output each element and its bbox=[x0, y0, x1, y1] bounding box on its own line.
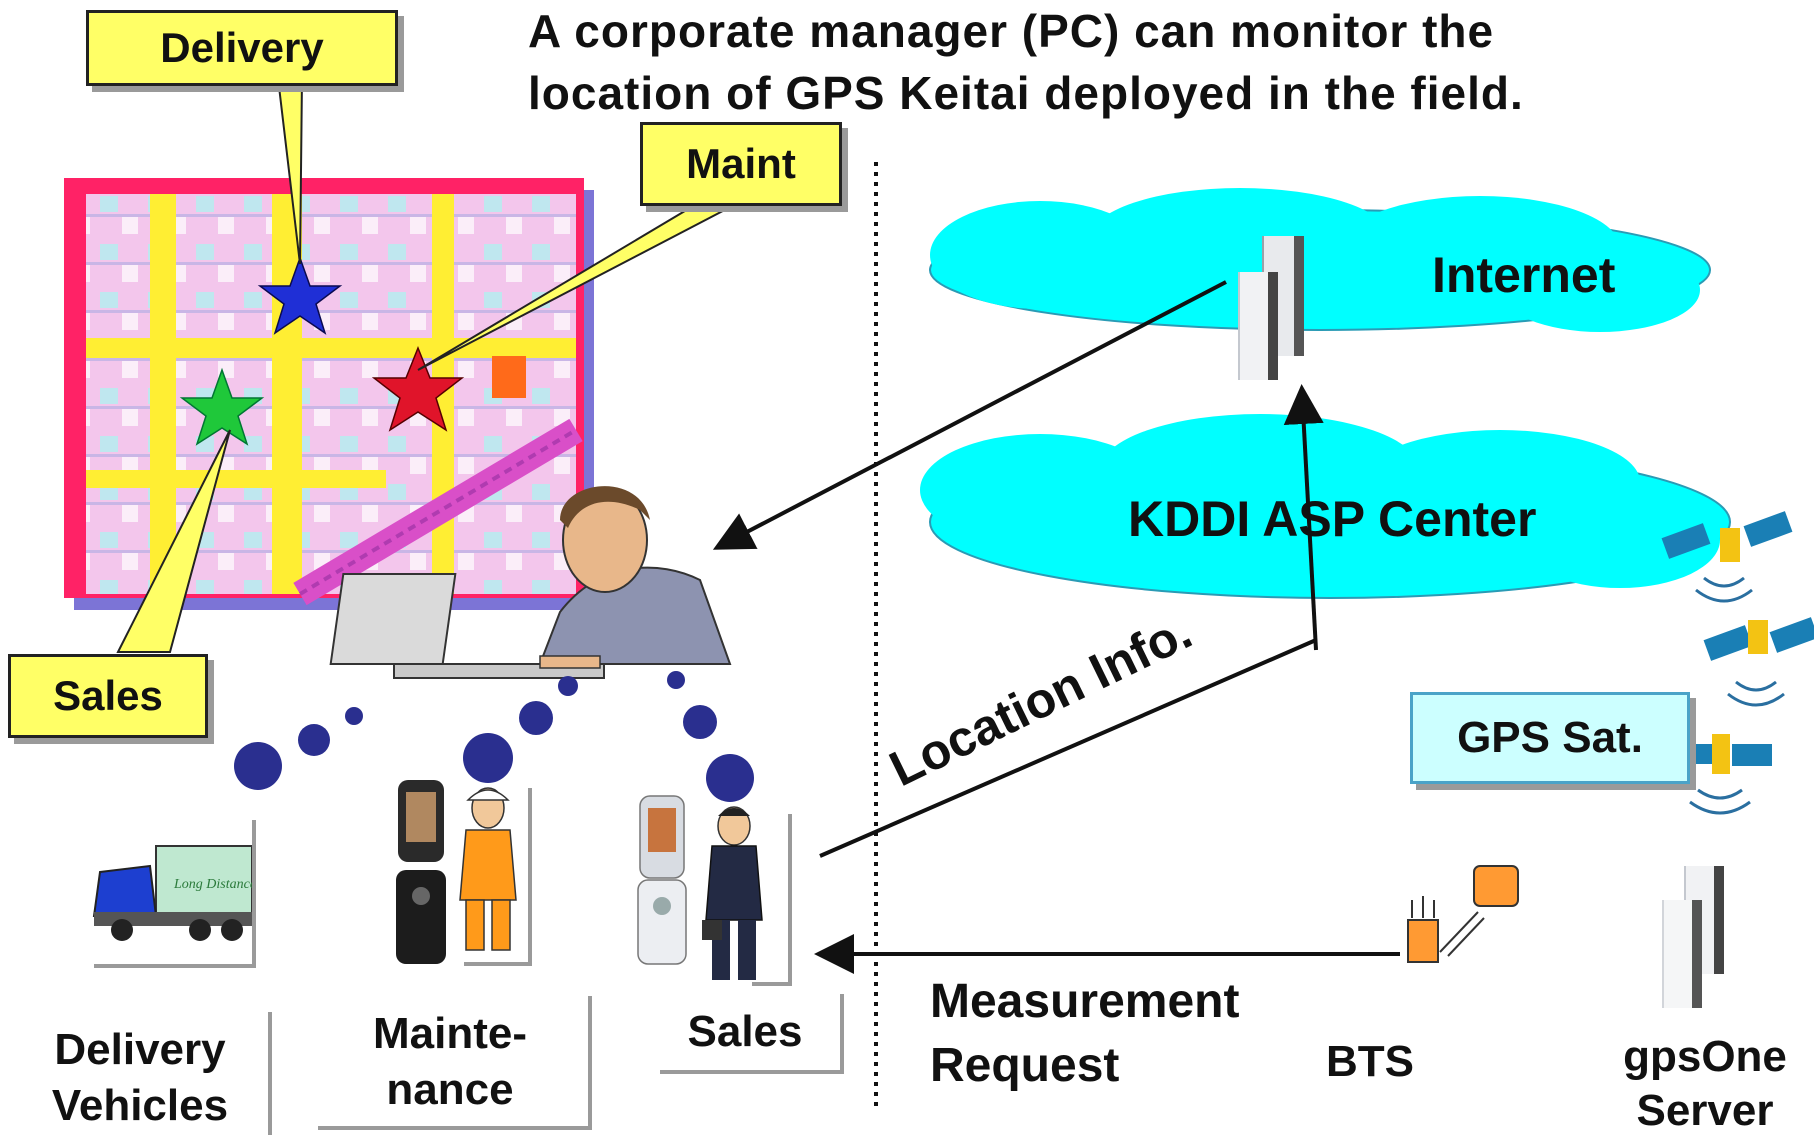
map-panel bbox=[64, 178, 594, 610]
satellite-icon bbox=[1661, 511, 1793, 603]
maint-callout: Maint bbox=[640, 122, 842, 206]
measurement-request-label: Measurement Request bbox=[930, 970, 1239, 1098]
sales-callout: Sales bbox=[8, 654, 208, 738]
group-separators bbox=[94, 788, 844, 1135]
gps-sat-label: GPS Sat. bbox=[1410, 692, 1690, 784]
maintenance-line-2: nance bbox=[386, 1065, 514, 1114]
internet-server-icon bbox=[1238, 236, 1304, 380]
delivery-callout: Delivery bbox=[86, 10, 398, 86]
blue-star-icon bbox=[257, 255, 343, 335]
manager-with-laptop-icon bbox=[329, 486, 732, 679]
kddi-cloud bbox=[920, 414, 1731, 599]
bts-label: BTS bbox=[1326, 1037, 1414, 1086]
maintenance-line-1: Mainte- bbox=[373, 1009, 527, 1058]
location-info-up-arrow bbox=[1283, 384, 1324, 651]
internet-label: Internet bbox=[1432, 247, 1616, 303]
measurement-request-line-1: Measurement bbox=[930, 975, 1240, 1028]
measurement-request-line-2: Request bbox=[930, 1039, 1120, 1092]
maintenance-worker-icon bbox=[459, 787, 517, 951]
maintenance-label: Mainte- nance bbox=[330, 1006, 570, 1118]
satellite-icon bbox=[1703, 617, 1814, 707]
delivery-vehicles-line-1: Delivery bbox=[54, 1025, 226, 1074]
kddi-asp-center-label: KDDI ASP Center bbox=[1128, 491, 1537, 547]
sales-group-label: Sales bbox=[687, 1007, 803, 1056]
connection-dots bbox=[234, 671, 754, 802]
title-line-2: location of GPS Keitai deployed in the f… bbox=[528, 67, 1524, 119]
sales-phone-icon bbox=[637, 795, 687, 965]
title-line-1: A corporate manager (PC) can monitor the bbox=[528, 5, 1495, 57]
svg-text:Long Distance: Long Distance bbox=[173, 877, 256, 892]
location-info-line bbox=[819, 638, 1317, 858]
delivery-vehicles-label: Delivery Vehicles bbox=[20, 1022, 260, 1134]
gpsone-server-line-1: gpsOne bbox=[1623, 1032, 1787, 1081]
gpsone-server-icon bbox=[1662, 866, 1724, 1008]
gpsone-server-label: gpsOne Server bbox=[1600, 1030, 1810, 1138]
bts-icon bbox=[1407, 865, 1519, 963]
green-star-icon bbox=[179, 367, 265, 446]
satellite-icon bbox=[1680, 734, 1772, 815]
internet-cloud bbox=[929, 188, 1711, 332]
gpsone-server-line-2: Server bbox=[1636, 1086, 1774, 1135]
maintenance-phone-icon bbox=[396, 780, 446, 964]
salesman-icon bbox=[702, 806, 763, 980]
internet-to-manager-arrow bbox=[712, 280, 1227, 550]
page-title: A corporate manager (PC) can monitor the… bbox=[528, 0, 1788, 124]
red-star-icon bbox=[371, 345, 465, 432]
delivery-vehicles-line-2: Vehicles bbox=[51, 1081, 229, 1130]
delivery-truck-icon: Long Distance bbox=[92, 845, 256, 941]
